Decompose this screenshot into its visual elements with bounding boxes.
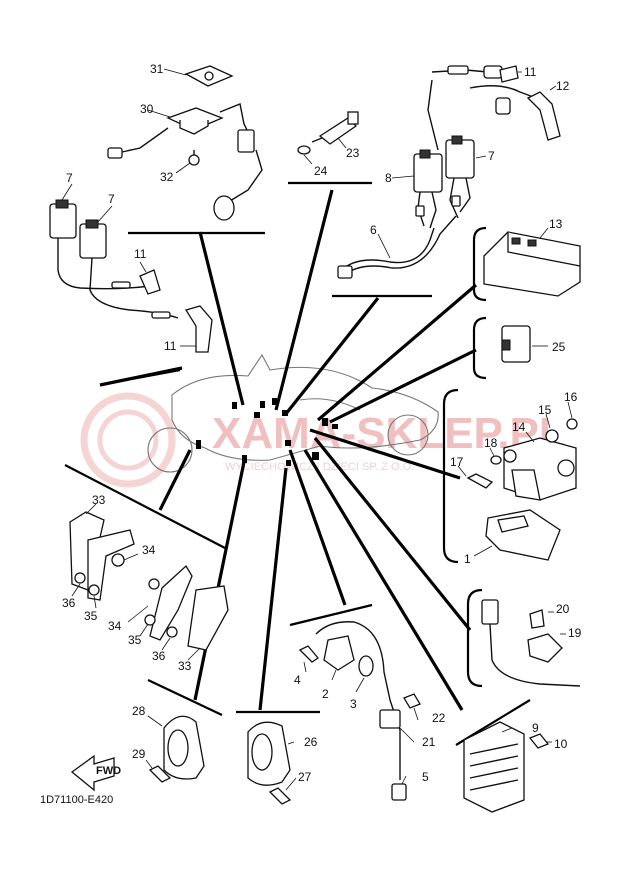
callout-4: 4 <box>294 673 301 687</box>
part-28-29-horn <box>145 715 205 783</box>
callout-29: 29 <box>132 747 146 761</box>
part-25-relay <box>501 325 548 363</box>
watermark-sub: WYCIECHOWICZ I DZIECI SP. Z O.O. <box>225 461 414 473</box>
callout-33-top: 33 <box>92 493 106 507</box>
part-1-bracket <box>473 509 561 561</box>
callout-6: 6 <box>370 223 377 237</box>
part-14-starter-relay <box>503 431 577 501</box>
callout-10: 10 <box>554 737 568 751</box>
part-24-washer <box>297 145 313 165</box>
callout-34-bottom: 34 <box>108 619 122 633</box>
part-30-sensor <box>107 103 263 221</box>
callout-30: 30 <box>140 102 154 116</box>
part-26-27-horn <box>247 721 297 805</box>
callout-36-bottom: 36 <box>152 649 166 663</box>
part-6-harness <box>337 215 457 279</box>
callout-26: 26 <box>304 735 318 749</box>
callout-11-top: 11 <box>524 65 537 79</box>
callout-7-left-b: 7 <box>108 192 115 206</box>
part-33-36-brackets-left <box>69 503 229 661</box>
callout-9: 9 <box>532 721 539 735</box>
callout-14: 14 <box>512 420 526 434</box>
callout-33-bottom: 33 <box>178 659 192 673</box>
part-23-temp-sensor <box>311 111 359 149</box>
fwd-arrow-icon: FWD <box>70 754 121 792</box>
callout-31: 31 <box>150 62 164 76</box>
part-15-16-nuts <box>545 401 578 443</box>
callout-7-left-a: 7 <box>66 171 73 185</box>
part-18-washer <box>489 447 502 465</box>
diagram-code: 1D71100-E420 <box>40 794 113 806</box>
callout-16: 16 <box>564 390 578 404</box>
callout-11-bottom: 11 <box>164 339 177 353</box>
callout-17: 17 <box>450 455 464 469</box>
callout-35-left: 35 <box>84 609 98 623</box>
callout-18: 18 <box>484 436 498 450</box>
callout-8: 8 <box>385 171 392 185</box>
part-7-11-coils-left <box>49 183 213 353</box>
callout-labels: 31 30 32 23 24 11 12 7 8 6 7 7 11 11 13 … <box>62 62 582 784</box>
part-11-12-plug-caps-right <box>499 65 561 141</box>
callout-7-right: 7 <box>488 149 495 163</box>
callout-3: 3 <box>350 697 357 711</box>
connector-marks <box>196 398 338 466</box>
callout-19: 19 <box>568 626 582 640</box>
motorcycle-silhouette <box>147 353 439 473</box>
callout-5: 5 <box>422 770 429 784</box>
part-19-20-sensor <box>481 599 581 687</box>
part-17-bolt <box>457 465 494 489</box>
callout-21: 21 <box>422 735 436 749</box>
callout-11-mid: 11 <box>134 247 147 261</box>
callout-35-bottom: 35 <box>128 633 142 647</box>
part-7-8-ignition-coils <box>391 65 537 229</box>
part-13-ecu <box>483 227 581 297</box>
callout-36-left: 36 <box>62 596 76 610</box>
callout-15: 15 <box>538 403 552 417</box>
callout-34-top: 34 <box>142 543 156 557</box>
callout-23: 23 <box>346 146 360 160</box>
callout-12: 12 <box>556 79 570 93</box>
callout-1: 1 <box>464 552 471 566</box>
callout-25: 25 <box>552 340 566 354</box>
callout-2: 2 <box>322 687 329 701</box>
fwd-label: FWD <box>96 765 121 777</box>
part-9-10-regulator <box>463 721 552 813</box>
callout-28: 28 <box>132 704 146 718</box>
callout-13: 13 <box>549 217 563 231</box>
callout-20: 20 <box>556 602 570 616</box>
part-31-gasket <box>163 65 234 87</box>
callout-27: 27 <box>298 770 312 784</box>
callout-32: 32 <box>160 170 174 184</box>
callout-22: 22 <box>432 711 446 725</box>
part-2-4-crank-sensor <box>298 621 421 801</box>
part-32-screw <box>175 150 200 174</box>
callout-24: 24 <box>314 164 328 178</box>
